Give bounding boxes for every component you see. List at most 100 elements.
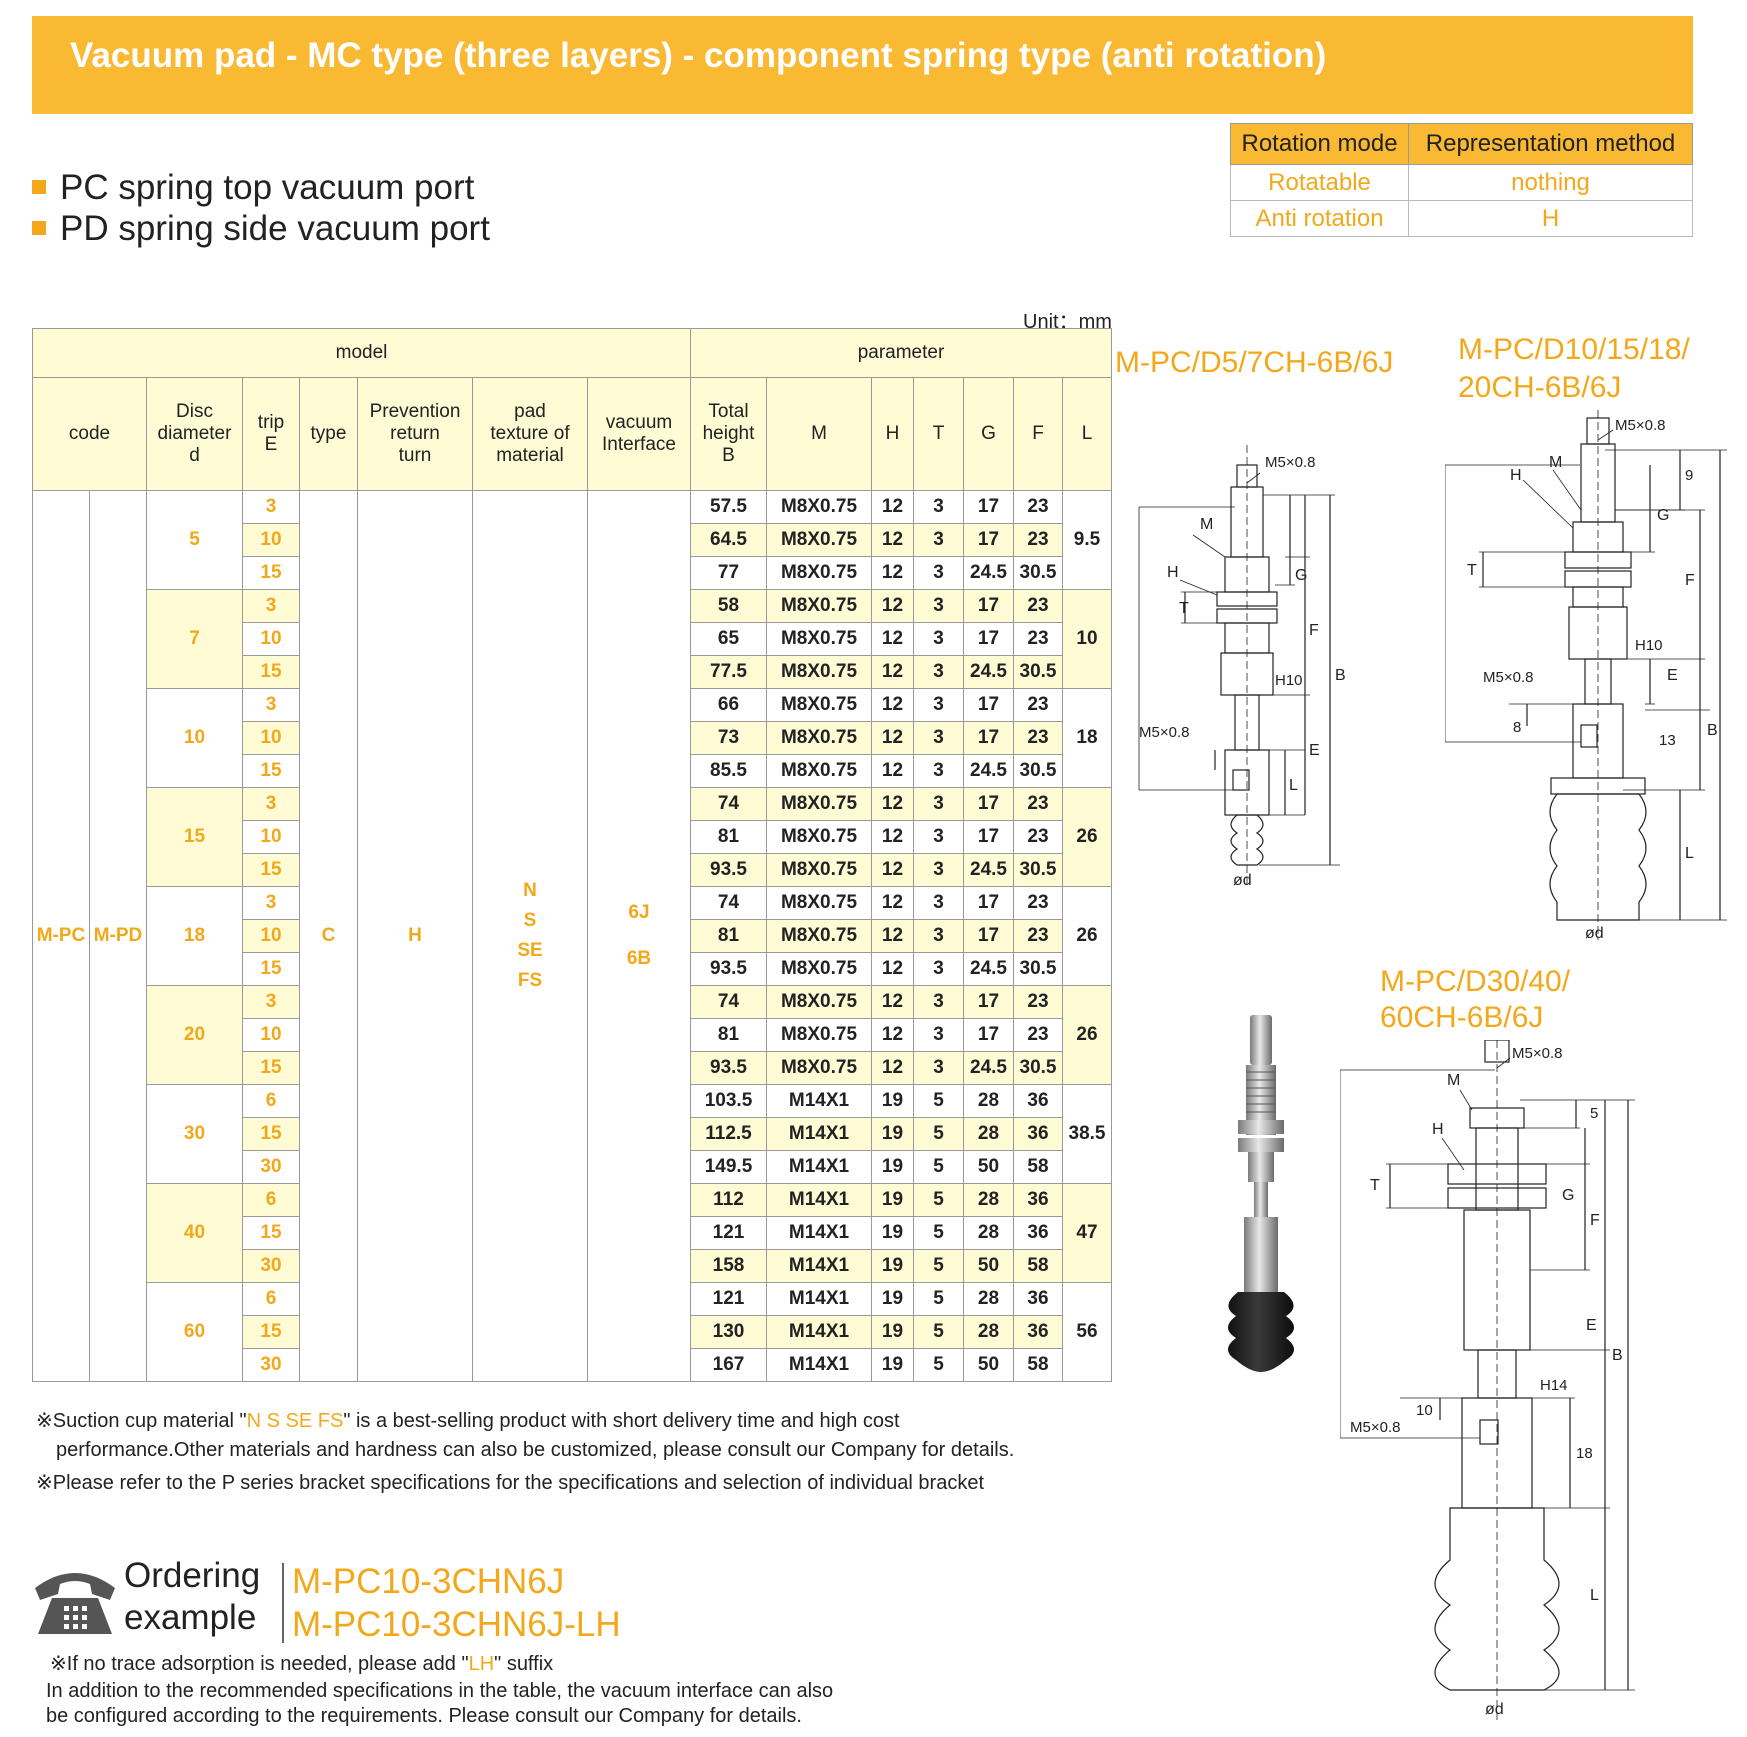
param-cell: 17	[963, 622, 1014, 656]
param-cell: 23	[1013, 787, 1063, 821]
product-photo	[1228, 1015, 1294, 1372]
dim-label: B	[1612, 1347, 1623, 1364]
param-cell: 17	[963, 886, 1014, 920]
param-cell: 130	[690, 1315, 767, 1349]
param-cell: 3	[913, 721, 964, 755]
dim-label: M5×0.8	[1350, 1419, 1400, 1436]
param-cell: 17	[963, 721, 1014, 755]
dim-label: 9	[1685, 467, 1693, 484]
param-cell: M8X0.75	[766, 886, 872, 920]
cell-text: diameter	[157, 423, 232, 444]
disc-diameter-cell: 7	[146, 589, 243, 689]
param-cell: 5	[913, 1117, 964, 1151]
param-cell: 12	[871, 787, 914, 821]
param-cell: M14X1	[766, 1117, 872, 1151]
trip-cell: 15	[242, 754, 300, 788]
param-cell: 30.5	[1013, 952, 1063, 986]
dim-label: M5×0.8	[1615, 417, 1665, 434]
trip-cell: 10	[242, 919, 300, 953]
trip-cell: 10	[242, 820, 300, 854]
param-cell: 74	[690, 985, 767, 1019]
param-cell: 17	[963, 688, 1014, 722]
param-cell: M8X0.75	[766, 754, 872, 788]
bullet-pd: PD spring side vacuum port	[32, 209, 490, 249]
rotation-header: Representation method	[1408, 123, 1693, 165]
param-cell: 93.5	[690, 1051, 767, 1085]
trip-cell: 15	[242, 1051, 300, 1085]
drawing-small-pad: M5×0.8 M5×0.8 M H T H10 G F E B L ød	[1138, 445, 1346, 889]
dim-label: H	[1510, 467, 1522, 484]
param-cell: 3	[913, 820, 964, 854]
ordering-note: ※If no trace adsorption is needed, pleas…	[50, 1651, 553, 1676]
dim-label: T	[1467, 562, 1477, 579]
param-cell: 3	[913, 1018, 964, 1052]
bullet-square-icon	[32, 179, 46, 194]
param-cell: 36	[1013, 1084, 1063, 1118]
note-material: ※Suction cup material "N S SE FS" is a b…	[36, 1408, 900, 1433]
disc-diameter-cell: 20	[146, 985, 243, 1085]
note-text: " is a best-selling product with short d…	[343, 1410, 900, 1432]
param-cell: 12	[871, 589, 914, 623]
prevention-cell: H	[357, 490, 473, 1382]
L-cell: 26	[1062, 886, 1112, 986]
param-cell: 23	[1013, 589, 1063, 623]
dim-label: H10	[1635, 637, 1663, 654]
cell-text: 6B	[626, 948, 652, 969]
param-cell: 5	[913, 1084, 964, 1118]
param-cell: 3	[913, 952, 964, 986]
cell-text: Interface	[602, 434, 676, 455]
param-cell: M8X0.75	[766, 589, 872, 623]
param-cell: 5	[913, 1249, 964, 1283]
cell-text: B	[722, 445, 735, 466]
bullet-text: PC spring top vacuum port	[60, 168, 475, 207]
param-cell: 23	[1013, 985, 1063, 1019]
drawing-medium-pad: M5×0.8 M5×0.8 M H T H10 G 9 F E B L 13 8…	[1445, 410, 1727, 940]
param-cell: M8X0.75	[766, 853, 872, 887]
cell-text: trip	[257, 412, 285, 433]
telephone-icon	[35, 1573, 115, 1634]
trip-cell: 15	[242, 1216, 300, 1250]
dim-label: ød	[1485, 1701, 1504, 1718]
param-cell: 3	[913, 523, 964, 557]
param-cell: 23	[1013, 1018, 1063, 1052]
param-cell: 167	[690, 1348, 767, 1382]
dim-label: E	[1586, 1317, 1597, 1334]
rotation-mode-table: Rotation mode Representation method Rota…	[1229, 123, 1693, 237]
param-cell: 23	[1013, 721, 1063, 755]
param-cell: 77	[690, 556, 767, 590]
param-cell: 149.5	[690, 1150, 767, 1184]
L-cell: 26	[1062, 985, 1112, 1085]
param-cell: 3	[913, 1051, 964, 1085]
trip-cell: 10	[242, 1018, 300, 1052]
param-cell: 3	[913, 622, 964, 656]
param-cell: 12	[871, 985, 914, 1019]
param-cell: 19	[871, 1183, 914, 1217]
note-bracket: ※Please refer to the P series bracket sp…	[36, 1472, 984, 1494]
cell-text: return	[390, 423, 440, 444]
param-cell: 12	[871, 523, 914, 557]
disc-diameter-cell: 60	[146, 1282, 243, 1382]
trip-cell: 15	[242, 1117, 300, 1151]
param-cell: 3	[913, 787, 964, 821]
param-cell: 3	[913, 589, 964, 623]
dim-label: H10	[1275, 672, 1303, 689]
param-cell: 12	[871, 1018, 914, 1052]
trip-cell: 3	[242, 886, 300, 920]
cell-text: vacuum	[605, 412, 673, 433]
ordering-divider	[282, 1563, 284, 1643]
param-cell: 12	[871, 820, 914, 854]
param-cell: 12	[871, 721, 914, 755]
param-cell: 3	[913, 919, 964, 953]
param-cell: 36	[1013, 1183, 1063, 1217]
param-cell: 5	[913, 1348, 964, 1382]
param-cell: M14X1	[766, 1348, 872, 1382]
cell-text: height	[702, 423, 755, 444]
param-cell: M8X0.75	[766, 721, 872, 755]
